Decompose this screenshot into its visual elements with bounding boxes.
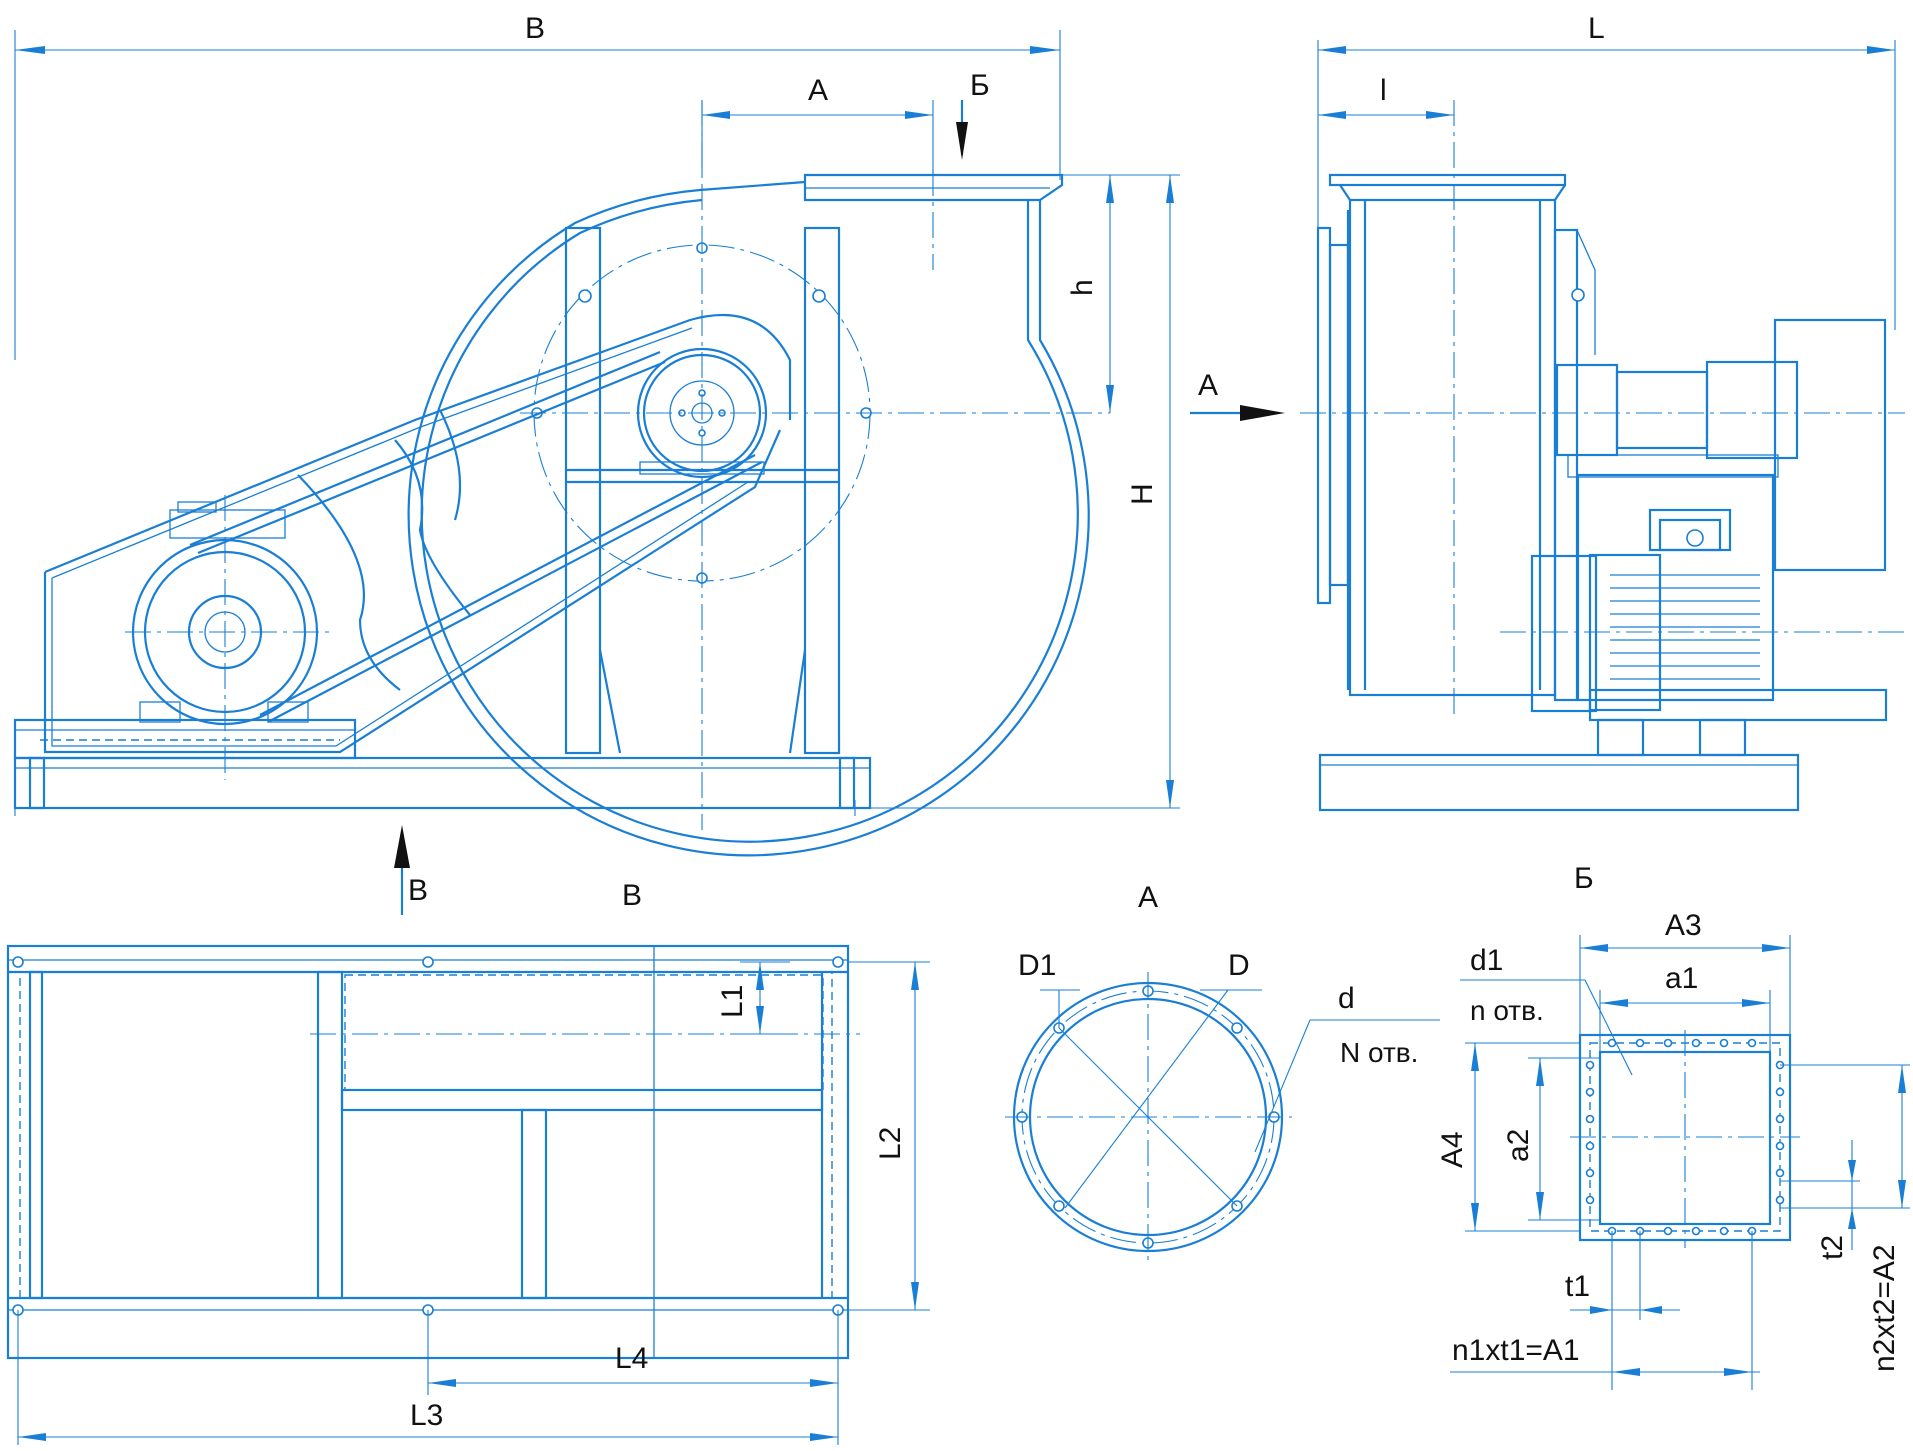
dim-a1-label: а1 (1665, 962, 1698, 995)
arrow-A-label: А (1198, 369, 1218, 402)
view-B: Б (1436, 862, 1910, 1390)
dim-L2-label: L2 (874, 1127, 907, 1160)
dim-D-label: D (1228, 949, 1250, 982)
dim-t2-label: t2 (1816, 1235, 1849, 1260)
dim-A4-label: А4 (1436, 1131, 1469, 1168)
holes-N-label: N отв. (1340, 1037, 1418, 1068)
dim-d-label: d (1338, 982, 1355, 1015)
side-view: L l (1300, 12, 1905, 812)
view-B-title: Б (1574, 862, 1594, 895)
dim-D1-label: D1 (1018, 949, 1056, 982)
dim-L3-label: L3 (410, 1399, 443, 1432)
dim-B-label: В (525, 12, 545, 45)
dim-L4-label: L4 (615, 1342, 648, 1375)
dim-t1-label: t1 (1565, 1270, 1590, 1303)
holes-n-label: n отв. (1470, 995, 1544, 1026)
view-A: А D1 D d N отв. (1005, 881, 1440, 1262)
dim-H-label: H (1126, 483, 1159, 505)
front-view: В А Б (13, 12, 1285, 915)
arrow-V-label: В (408, 874, 428, 907)
dim-l-label: l (1380, 74, 1387, 107)
dim-h-label: h (1066, 279, 1099, 296)
dim-n1t1-label: n1xt1=A1 (1452, 1334, 1580, 1367)
dim-d1-label: d1 (1470, 944, 1503, 977)
dim-A3-label: А3 (1665, 909, 1702, 942)
dim-L1-label: L1 (716, 985, 749, 1018)
dim-n2t2-label: n2xt2=A2 (1868, 1244, 1901, 1372)
arrow-B-label: Б (970, 69, 990, 102)
view-V: В L1 L2 (6, 879, 930, 1445)
dim-A-label: А (808, 74, 828, 107)
dim-L-label: L (1588, 12, 1605, 45)
dim-a2-label: а2 (1502, 1129, 1535, 1162)
view-A-title: А (1138, 881, 1158, 914)
view-V-title: В (622, 879, 642, 912)
